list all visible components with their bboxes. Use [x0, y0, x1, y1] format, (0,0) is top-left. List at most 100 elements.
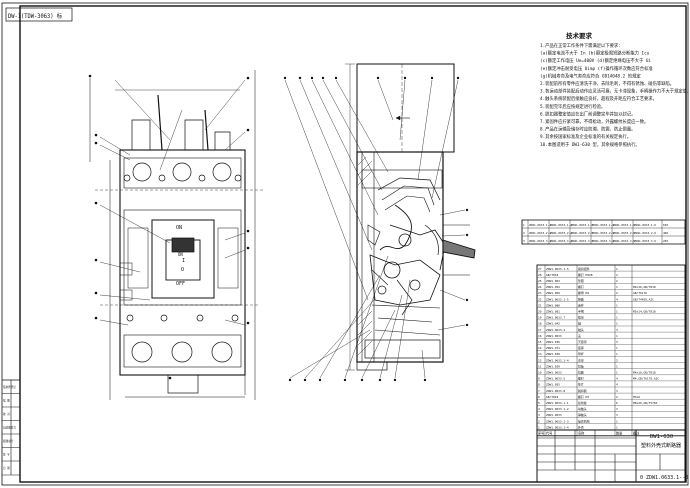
parts-list-cell: ZDW1.030 [546, 352, 560, 356]
parts-list-cell: ZDW1.0633.1-1 [546, 401, 569, 405]
parts-list-cell: ZDW1.081 [546, 310, 560, 314]
parts-list-cell: ZDW1.029 [546, 364, 560, 368]
binding-strip-label: 借用件登记 [3, 385, 16, 389]
parts-list-cell: 1 [616, 419, 618, 423]
parts-list-cell: ZDW1.055 [546, 383, 560, 387]
drawing-number: 0 ZDW1.0633.1--0 [640, 475, 688, 481]
parts-list-cell: 14 [538, 346, 542, 350]
parts-list-cell: M4x16,GB/T818 [633, 285, 656, 289]
tech-requirement-line: (a)额定电流不大于 In (b)额定极限短路分断能力 Icu [540, 50, 650, 57]
parts-list-cell: 弹簧 [578, 296, 584, 301]
parts-list-cell: ZDW1.0633.1-5 [546, 267, 569, 271]
parts-list-cell: 26 [538, 273, 542, 277]
parts-list-cell: 1 [616, 285, 618, 289]
tech-requirement-line: 1.产品在正常工作条件下需满足以下要求： [540, 42, 623, 49]
parts-list-cell: 灭弧罩 [578, 339, 587, 344]
parts-list-cell: 1 [616, 425, 618, 429]
label-off: OFF [176, 281, 185, 287]
label-on: ON [176, 225, 182, 231]
parts-list-cell: 9 [538, 377, 540, 381]
front-view [88, 70, 265, 400]
variant-table-cell: ZDW1.0633.1-2 [550, 223, 572, 227]
binding-strip-label: 校 对 [3, 412, 10, 416]
parts-list-cell: GB/T819 [546, 395, 558, 399]
technical-requirements: 技术要求 1.产品在正常工作条件下需满足以下要求：(a)额定电流不大于 In (… [540, 31, 690, 148]
parts-list-cell: 支架 [578, 357, 584, 362]
parts-list-cell: 20 [538, 310, 542, 314]
parts-list-cell: 2 [616, 273, 618, 277]
parts-list-cell: ZDW1.042 [546, 322, 560, 326]
parts-list-cell: 17 [538, 328, 542, 332]
parts-list-cell: 19 [538, 316, 542, 320]
parts-list-cell: 13 [538, 352, 542, 356]
parts-list-cell: 底座 [578, 345, 584, 350]
parts-list-cell: 接线板 [578, 400, 587, 405]
parts-list-cell: ZDW1.0633 [546, 413, 562, 417]
drawing-code-box [5, 7, 73, 22]
parts-list-cell: 3 [538, 413, 540, 417]
variant-table-cell: ZDW1.0633.2-6 [634, 231, 656, 235]
title-block [536, 429, 686, 483]
parts-list-cell: 2 [616, 291, 618, 295]
parts-list-cell: 25 [538, 279, 542, 283]
parts-list-cell: 手柄 [578, 309, 584, 314]
parts-list-cell: ZDW1.036 [546, 340, 560, 344]
parts-list-cell: 1 [616, 310, 618, 314]
binding-strip-label: 签 字 [3, 453, 10, 457]
variant-table-cell: 250 [663, 239, 668, 243]
parts-list-cell: 螺钉 M3 [578, 394, 589, 399]
parts-list-header: 备注 [633, 431, 640, 436]
product-description: 塑料外壳式断路器 [641, 442, 681, 449]
parts-list-cell: ZDW1.0633 [546, 371, 562, 375]
title-block-text: DW1-630 塑料外壳式断路器 0 ZDW1.0633.1--0 [640, 434, 688, 481]
parts-list-cell: ZDW1.0633.2 [546, 328, 565, 332]
variant-table-cell: ZDW1.0633.1-4 [592, 223, 614, 227]
parts-list-cell: ZDW1.052 [546, 285, 560, 289]
tech-requirement-line: 6.脱扣器整定值应在出厂前调整完毕并加以封记。 [540, 110, 635, 117]
parts-list-cell: 1 [616, 371, 618, 375]
tech-requirement-line: 5.装配完毕后应按规定进行检验。 [540, 103, 605, 110]
parts-list-cell: 16 [538, 334, 542, 338]
parts-list-cell: 螺母 M4 [578, 290, 589, 295]
variant-table-cell: 2 [523, 231, 525, 235]
parts-list-cell: 扣板 [578, 363, 584, 368]
variant-table-cell: ZDW1.0633.3-3 [571, 239, 593, 243]
parts-list-cell: ZDW1.0633.1-2 [546, 407, 569, 411]
parts-list-cell: 11 [538, 364, 542, 368]
parts-list-cell: 轴 [578, 321, 581, 326]
parts-list-cell: GB/T4459,A2C [633, 297, 654, 301]
variant-table-cell: ZDW1.0633.2-5 [613, 231, 635, 235]
variant-table-cell: ZDW1.0633.1-1 [529, 223, 551, 227]
parts-list-cell: 4 [538, 407, 540, 411]
variant-table-cell: 400 [663, 231, 668, 235]
parts-list-cell: 3 [616, 328, 618, 332]
parts-list-cell: M3x6 [633, 395, 640, 399]
variant-table-cell: ZDW1.0633.3-2 [550, 239, 572, 243]
parts-list-cell: 21 [538, 303, 542, 307]
parts-list-cell: 框架 [578, 315, 584, 320]
parts-list-cell: 8 [538, 383, 540, 387]
parts-list-cell: M4x10,GB/T818 [633, 371, 656, 375]
parts-list-cell: ZDW1.0633.8 [546, 389, 565, 393]
parts-list-cell: 螺钉 [578, 376, 584, 381]
binding-strip-label: 描 图 [3, 399, 10, 403]
parts-list-cell: 5 [538, 401, 540, 405]
drawing-code: DW-1(TDW-3063) 标 [8, 13, 63, 20]
side-view-leaders [284, 79, 466, 379]
parts-list-header: 数量 [616, 431, 623, 436]
tech-requirement-line: (g)机械寿命及电气寿命应符合 GB14048.2 的规定 [540, 72, 641, 79]
parts-list-cell: 22 [538, 297, 542, 301]
binding-strip-label: 旧底图总号 [3, 426, 16, 430]
variant-table-cell: ZDW1.0633.2-1 [529, 231, 551, 235]
parts-list-cell: ZDW1.0633.1-3 [546, 419, 569, 423]
parts-list-cell: 15 [538, 340, 542, 344]
parts-list-cell: 24 [538, 285, 542, 289]
parts-list-cell: 1 [616, 303, 618, 307]
parts-list-cell: ZDW1.0633.7 [546, 316, 565, 320]
parts-list-cell: 动触头 [578, 406, 587, 411]
parts-list-cell: 2 [538, 419, 540, 423]
tech-requirement-line: 7.紧固件应拧紧可靠，不得松动，外露螺纹长度应一致。 [540, 118, 648, 125]
